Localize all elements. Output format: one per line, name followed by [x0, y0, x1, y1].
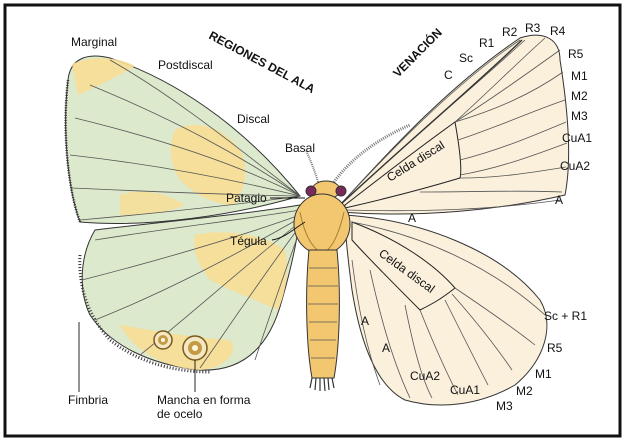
label-basal: Basal — [285, 141, 315, 155]
label-ocelo-2: de ocelo — [157, 407, 203, 421]
vein-label-m3-hind: M3 — [496, 399, 513, 413]
vein-label-r3: R3 — [525, 21, 541, 35]
vein-label-cua1: CuA1 — [562, 131, 592, 145]
label-marginal: Marginal — [71, 35, 117, 49]
label-patagio: Patagio — [226, 191, 267, 205]
vein-label-a-lower: A — [382, 341, 390, 355]
label-postdiscal: Postdiscal — [158, 58, 213, 72]
vein-label-r1: R1 — [479, 36, 495, 50]
vein-label-r2: R2 — [502, 25, 518, 39]
vein-label-r5-hind: R5 — [547, 341, 563, 355]
label-fimbria: Fimbria — [68, 393, 108, 407]
vein-label-sc: Sc — [459, 51, 473, 65]
label-ocelo-1: Mancha en forma — [157, 393, 251, 407]
eyespot-large — [183, 336, 207, 360]
vein-label-m2-hind: M2 — [516, 384, 533, 398]
label-discal: Discal — [237, 112, 270, 126]
eyespot-small — [154, 331, 172, 349]
vein-label-a-upper: A — [361, 314, 369, 328]
vein-label-m2: M2 — [571, 89, 588, 103]
vein-label-m1-hind: M1 — [535, 367, 552, 381]
vein-label-cua2-hind: CuA2 — [410, 369, 440, 383]
label-tegula: Tégula — [230, 234, 267, 248]
vein-label-cua1-hind: CuA1 — [450, 383, 480, 397]
vein-label-cua2: CuA2 — [560, 159, 590, 173]
vein-label-r4: R4 — [550, 24, 566, 38]
vein-label-m3: M3 — [571, 109, 588, 123]
vein-label-c: C — [444, 68, 453, 82]
vein-label-a-fore: A — [555, 193, 563, 207]
vein-label-a-base: A — [408, 211, 416, 225]
vein-label-sc-r1: Sc + R1 — [544, 309, 587, 323]
vein-label-m1: M1 — [571, 69, 588, 83]
vein-label-r5: R5 — [568, 47, 584, 61]
